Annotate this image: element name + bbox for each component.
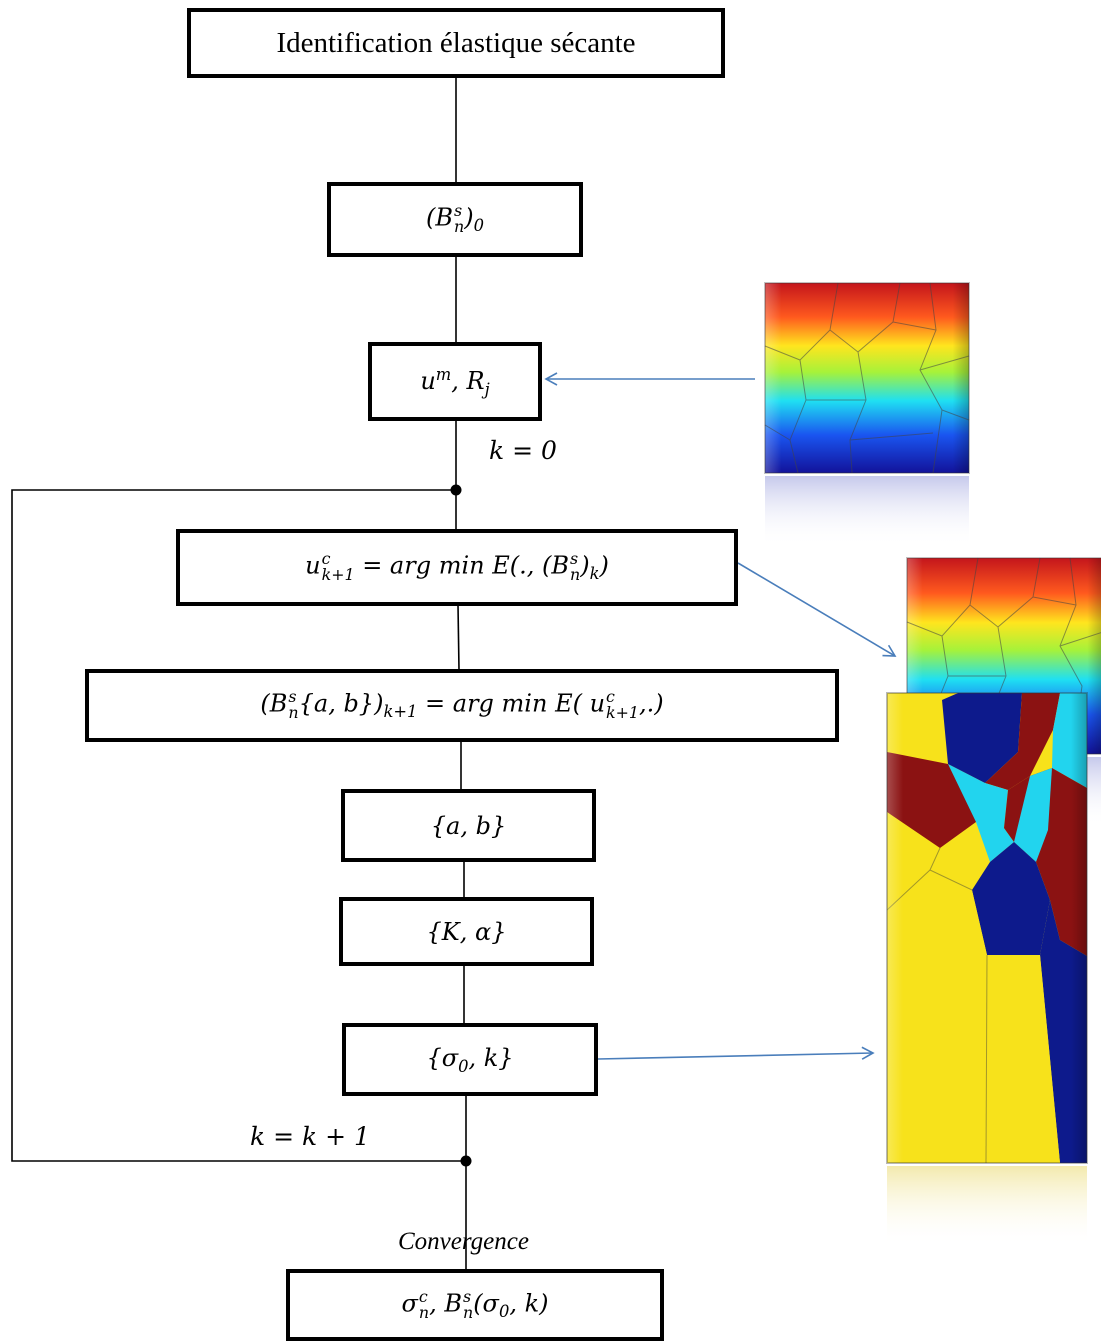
ab-box: {a, b} (341, 789, 596, 862)
kalpha-box-label: {K, α} (426, 917, 507, 946)
kalpha-box: {K, α} (339, 897, 594, 966)
sigma-k-box: {σ0, k} (342, 1023, 598, 1096)
arrow-to-phase (597, 1046, 875, 1060)
start-box: Identification élastique sécante (187, 8, 725, 78)
ab-box-label: {a, b} (430, 811, 507, 840)
loop-junction-bottom (460, 1155, 472, 1167)
k-init-label: k = 0 (489, 436, 557, 465)
sigma-k-box-label: {σ0, k} (426, 1043, 514, 1076)
arrow-to-displacement (737, 562, 897, 657)
k-increment-label: k = k + 1 (250, 1122, 370, 1151)
measure-box: um, Rj (368, 342, 542, 421)
connector-line (457, 604, 460, 671)
start-box-label: Identification élastique sécante (276, 26, 636, 59)
loop-line (11, 489, 466, 1162)
convergence-label: Convergence (398, 1228, 529, 1255)
loop-junction-top (450, 484, 462, 496)
grain-phase-map-image (886, 692, 1088, 1246)
measure-box-label: um, Rj (420, 364, 490, 399)
displacement-map-image (764, 282, 970, 546)
